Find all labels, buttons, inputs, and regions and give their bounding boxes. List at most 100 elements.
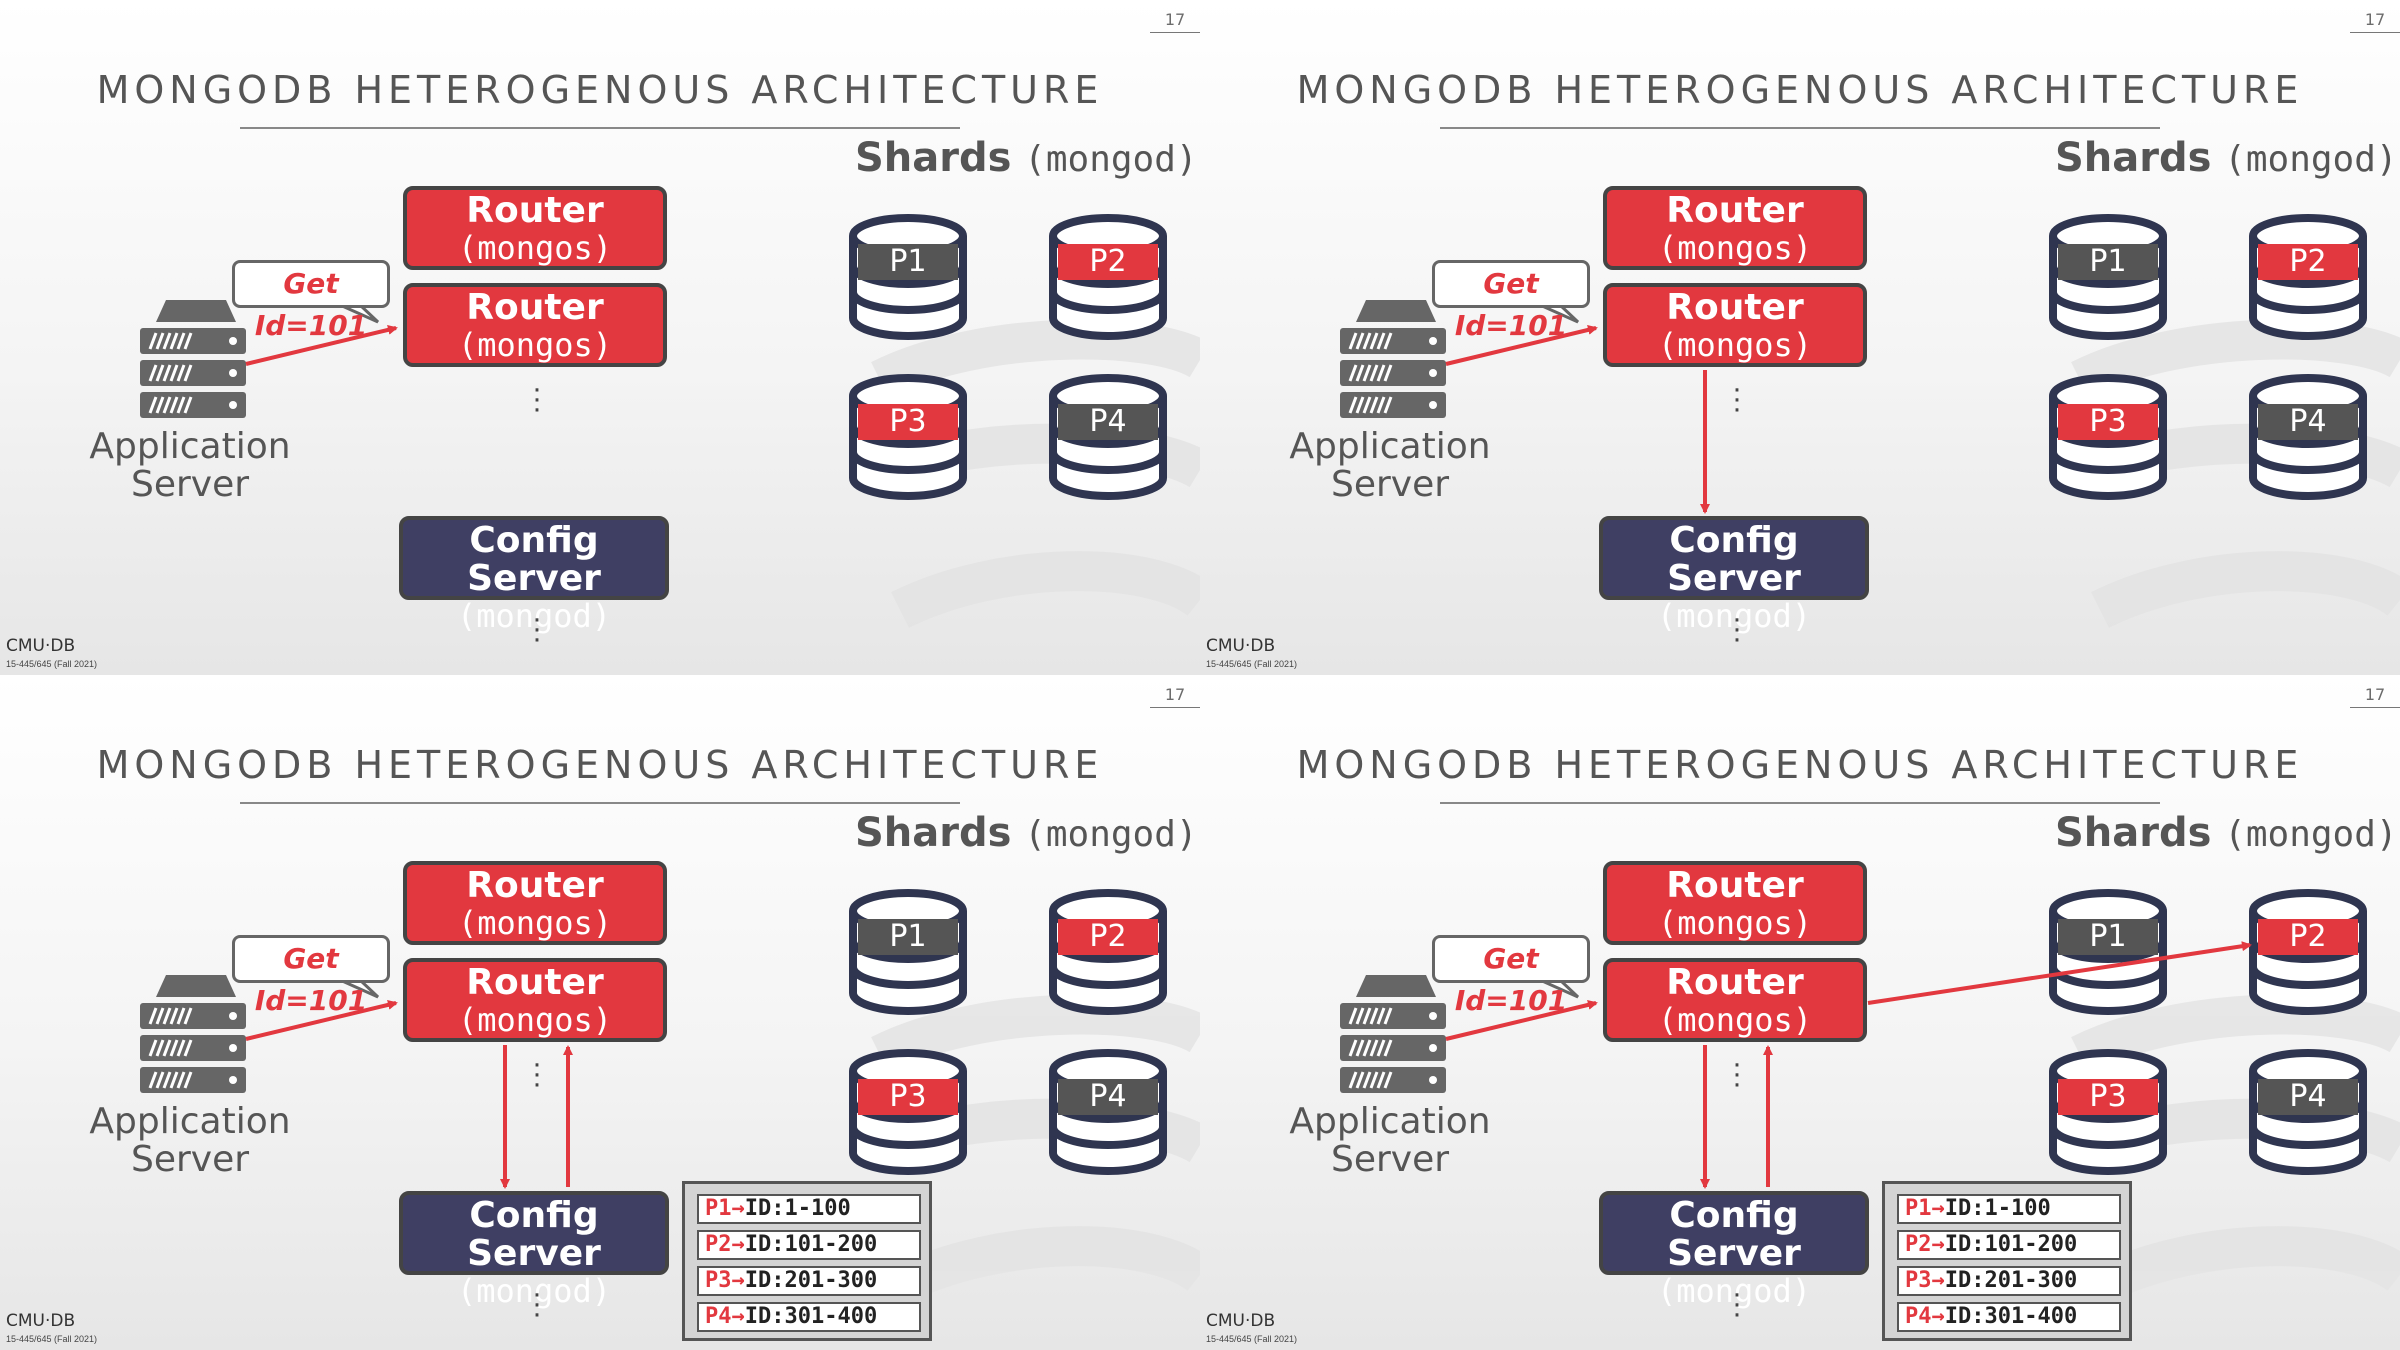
shards-heading-sub: (mongod) <box>2224 139 2398 180</box>
router-label: Router <box>1666 962 1804 1003</box>
app-label-line2: Server <box>130 464 250 505</box>
config-server-box: Config Server (mongod) <box>1599 1191 1869 1309</box>
application-server-label: Application Server <box>60 1103 320 1179</box>
more-routers-ellipsis: ··· <box>1732 372 1742 425</box>
app-label-line1: Application <box>1289 426 1491 467</box>
partition-id: P1 <box>705 1196 732 1221</box>
partition-range: ID:101-200 <box>1944 1232 2078 1257</box>
shard-label: P1 <box>858 244 958 280</box>
more-config-ellipsis: ··· <box>532 1277 542 1330</box>
config-server-box: Config Server (mongod) <box>399 516 669 634</box>
application-server-label: Application Server <box>60 428 320 504</box>
slide-step-2: 17 MONGODB HETEROGENOUS ARCHITECTURE Sha… <box>1200 0 2400 675</box>
shards-heading-bold: Shards <box>855 135 1012 181</box>
more-routers-ellipsis: ··· <box>532 1047 542 1100</box>
shards-heading: Shards (mongod) <box>855 810 1198 856</box>
request-bubble: Get Id=101 <box>232 260 390 342</box>
application-server-label: Application Server <box>1260 428 1520 504</box>
request-arrow <box>245 325 398 366</box>
router-label: Router <box>466 287 604 328</box>
config-server-sublabel: (mongod) <box>1656 1272 1812 1310</box>
server-icon <box>1340 975 1446 1093</box>
title-divider <box>1440 127 2160 129</box>
course-label: 15-445/645 (Fall 2021) <box>6 659 98 669</box>
app-label-line2: Server <box>130 1139 250 1180</box>
more-config-ellipsis: ··· <box>1732 1277 1742 1330</box>
title-divider <box>240 127 960 129</box>
partition-row: P4→ID:301-400 <box>697 1302 921 1332</box>
slide-title: MONGODB HETEROGENOUS ARCHITECTURE <box>96 68 1104 112</box>
router-label: Router <box>466 190 604 231</box>
router-box-1: Router (mongos) <box>403 861 667 945</box>
slide-step-4: 17 MONGODB HETEROGENOUS ARCHITECTURE Sha… <box>1200 675 2400 1350</box>
partition-id: P1 <box>1905 1196 1932 1221</box>
shards-heading-bold: Shards <box>855 810 1012 856</box>
partition-arrow: → <box>1931 1304 1945 1329</box>
shard-label: P3 <box>2058 404 2158 440</box>
shard-label: P1 <box>2058 244 2158 280</box>
partition-id: P2 <box>705 1232 732 1257</box>
partition-row: P3→ID:201-300 <box>697 1266 921 1296</box>
request-bubble: Get Id=101 <box>1432 935 1590 1017</box>
slide-number: 17 <box>1150 10 1200 33</box>
shards-heading-bold: Shards <box>2055 810 2212 856</box>
cmu-db-logo: CMU·DB <box>6 1311 76 1331</box>
partition-range: ID:301-400 <box>744 1304 878 1329</box>
more-config-ellipsis: ··· <box>532 602 542 655</box>
server-icon <box>140 300 246 418</box>
router-to-shard-arrow <box>1867 941 2252 1005</box>
router-label: Router <box>1666 865 1804 906</box>
app-label-line1: Application <box>89 1101 291 1142</box>
app-label-line1: Application <box>1289 1101 1491 1142</box>
course-label: 15-445/645 (Fall 2021) <box>1206 659 1298 669</box>
router-label: Router <box>1666 287 1804 328</box>
router-sublabel: (mongos) <box>1657 1001 1813 1039</box>
router-sublabel: (mongos) <box>457 326 613 364</box>
shards-heading: Shards (mongod) <box>2055 810 2398 856</box>
shard-label: P4 <box>1058 404 1158 440</box>
shard-label: P2 <box>1058 244 1158 280</box>
partition-id: P4 <box>705 1304 732 1329</box>
partition-id: P3 <box>705 1268 732 1293</box>
shard-label: P3 <box>2058 1079 2158 1115</box>
slide-number: 17 <box>2350 10 2400 33</box>
router-box-1: Router (mongos) <box>1603 186 1867 270</box>
shards-heading-bold: Shards <box>2055 135 2212 181</box>
router-sublabel: (mongos) <box>457 904 613 942</box>
partition-range: ID:101-200 <box>744 1232 878 1257</box>
application-server-label: Application Server <box>1260 1103 1520 1179</box>
partition-id: P4 <box>1905 1304 1932 1329</box>
partition-id: P2 <box>1905 1232 1932 1257</box>
partition-id: P3 <box>1905 1268 1932 1293</box>
router-box-2: Router (mongos) <box>1603 958 1867 1042</box>
router-label: Router <box>466 865 604 906</box>
partition-arrow: → <box>731 1232 745 1257</box>
partition-arrow: → <box>1931 1232 1945 1257</box>
router-sublabel: (mongos) <box>1657 904 1813 942</box>
course-label: 15-445/645 (Fall 2021) <box>6 1334 98 1344</box>
partition-arrow: → <box>1931 1268 1945 1293</box>
shard-label: P4 <box>1058 1079 1158 1115</box>
slide-number: 17 <box>1150 685 1200 708</box>
config-server-label: Config Server <box>1667 1195 1801 1274</box>
app-label-line2: Server <box>1330 464 1450 505</box>
request-arrow <box>1445 325 1598 366</box>
request-bubble: Get Id=101 <box>1432 260 1590 342</box>
router-box-2: Router (mongos) <box>1603 283 1867 367</box>
router-sublabel: (mongos) <box>1657 326 1813 364</box>
shard-label: P2 <box>2258 919 2358 955</box>
shard-label: P4 <box>2258 1079 2358 1115</box>
config-server-sublabel: (mongod) <box>1656 597 1812 635</box>
config-server-sublabel: (mongod) <box>456 597 612 635</box>
partition-range: ID:201-300 <box>1944 1268 2078 1293</box>
shard-label: P1 <box>2058 919 2158 955</box>
cmu-db-logo: CMU·DB <box>1206 636 1276 656</box>
config-server-label: Config Server <box>467 1195 601 1274</box>
more-config-ellipsis: ··· <box>1732 602 1742 655</box>
course-label: 15-445/645 (Fall 2021) <box>1206 1334 1298 1344</box>
shard-label: P2 <box>1058 919 1158 955</box>
shard-label: P1 <box>858 919 958 955</box>
shard-label: P3 <box>858 404 958 440</box>
title-divider <box>240 802 960 804</box>
